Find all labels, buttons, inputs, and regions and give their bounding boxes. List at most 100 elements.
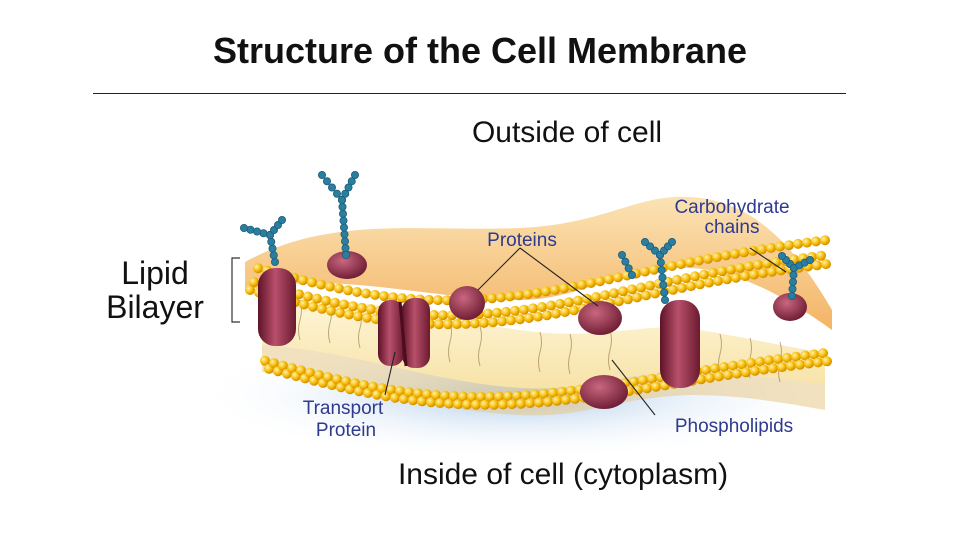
carbohydrate-bead — [347, 177, 356, 186]
carbohydrate-bead — [259, 229, 268, 238]
phospholipid-head — [348, 301, 358, 312]
phospholipid-head — [737, 359, 747, 370]
carbohydrate-bead — [661, 295, 670, 304]
phospholipid-head — [708, 267, 718, 278]
phospholipid-head — [314, 370, 324, 380]
phospholipid-head — [750, 365, 760, 376]
title-divider — [93, 93, 846, 94]
carbohydrate-bead — [657, 265, 666, 274]
phospholipid-head — [690, 271, 700, 282]
phospholipid-head — [569, 305, 579, 316]
phospholipid-head — [731, 272, 741, 283]
carbohydrate-bead — [788, 284, 797, 293]
phospholipid-head — [753, 259, 763, 270]
phospholipid-head — [735, 263, 745, 273]
protein-upper-right-center — [578, 301, 622, 335]
carbohydrate-bead — [339, 216, 348, 225]
phospholipid-head — [453, 399, 463, 410]
carbohydrate-bead — [641, 237, 650, 246]
phospholipid-heads-lower — [260, 348, 832, 410]
phospholipid-head — [600, 290, 610, 301]
membrane-outer-surface — [245, 196, 832, 330]
phospholipid-head — [793, 238, 803, 249]
phospholipid-head — [321, 295, 331, 306]
phospholipid-head — [479, 317, 489, 328]
phospholipid-head — [433, 295, 443, 306]
phospholipid-head — [506, 315, 516, 326]
phospholipid-head — [501, 306, 511, 317]
phospholipid-head — [764, 355, 774, 366]
phospholipid-head — [714, 371, 724, 382]
phospholipid-head — [613, 272, 623, 283]
phospholipid-head — [339, 299, 349, 310]
phospholipid-head — [820, 235, 830, 246]
phospholipid-head — [809, 349, 819, 360]
phospholipid-head — [749, 269, 759, 280]
phospholipid-head — [800, 350, 810, 361]
phospholipid-head — [773, 354, 783, 365]
phospholipid-head — [514, 290, 524, 301]
carbohydrate-bead — [338, 209, 347, 218]
phospholipid-head — [695, 279, 705, 290]
carbohydrate-bead — [646, 242, 655, 251]
phospholipid-head — [524, 313, 534, 323]
carbohydrate-bead — [338, 202, 347, 211]
phospholipid-head — [449, 391, 459, 402]
carbohydrate-bead — [322, 177, 331, 186]
phospholipid-head — [818, 348, 828, 359]
phospholipid-head — [730, 248, 740, 259]
phospholipid-head — [577, 279, 587, 290]
phospholipid-head — [537, 302, 547, 312]
phospholipid-head — [633, 384, 643, 395]
phospholipid-head — [561, 394, 571, 405]
phospholipid-head — [776, 265, 786, 276]
phospholipid-head — [515, 314, 525, 325]
integral-protein-right — [660, 300, 700, 388]
peripheral-protein-center — [449, 286, 485, 320]
phospholipid-head — [642, 383, 652, 394]
phospholipid-head — [480, 399, 490, 410]
carbohydrate-bead — [270, 257, 279, 266]
phospholipid-head — [323, 372, 333, 383]
protein-far-right — [773, 293, 807, 321]
transport-protein-channel — [378, 298, 430, 368]
phospholipid-head — [541, 286, 551, 297]
carbohydrate-bead — [268, 244, 277, 253]
phospholipid-head — [485, 391, 495, 402]
phospholipid-head — [777, 362, 787, 373]
phospholipid-head — [467, 391, 477, 402]
phospholipid-head — [677, 282, 687, 293]
phospholipid-head — [812, 260, 822, 271]
phospholipid-head — [604, 274, 614, 285]
phospholipid-head — [487, 293, 497, 304]
phospholipid-head — [586, 278, 596, 288]
carbohydrate-bead — [339, 223, 348, 232]
phospholipid-head — [443, 319, 453, 330]
phospholipid-head — [713, 275, 723, 286]
carbohydrate-bead — [246, 225, 255, 234]
carbohydrate-chains — [239, 170, 815, 304]
carbohydrate-bead — [789, 270, 798, 279]
phospholipid-head — [632, 292, 642, 303]
phospholipid-head — [546, 300, 556, 311]
phospholipid-head — [811, 236, 821, 247]
phospholipid-head — [543, 396, 553, 407]
phospholipid-head — [359, 380, 369, 390]
phospholipid-head — [519, 304, 529, 315]
carbohydrate-bead — [239, 223, 248, 232]
phospholipid-head — [791, 351, 801, 362]
phospholipid-head — [434, 319, 444, 330]
phospholipid-head — [795, 359, 805, 370]
phospholipid-head — [618, 286, 628, 297]
phospholipid-head — [498, 399, 508, 410]
phospholipid-head — [341, 376, 351, 387]
phospholipid-head — [245, 285, 255, 295]
carbohydrate-bead — [340, 237, 349, 246]
phospholipid-head — [417, 396, 427, 407]
phospholipid-head — [278, 360, 288, 371]
phospholipid-head — [762, 258, 772, 269]
phospholipid-head — [559, 283, 569, 294]
phospholipid-head — [782, 352, 792, 363]
phospholipid-head — [510, 305, 520, 316]
